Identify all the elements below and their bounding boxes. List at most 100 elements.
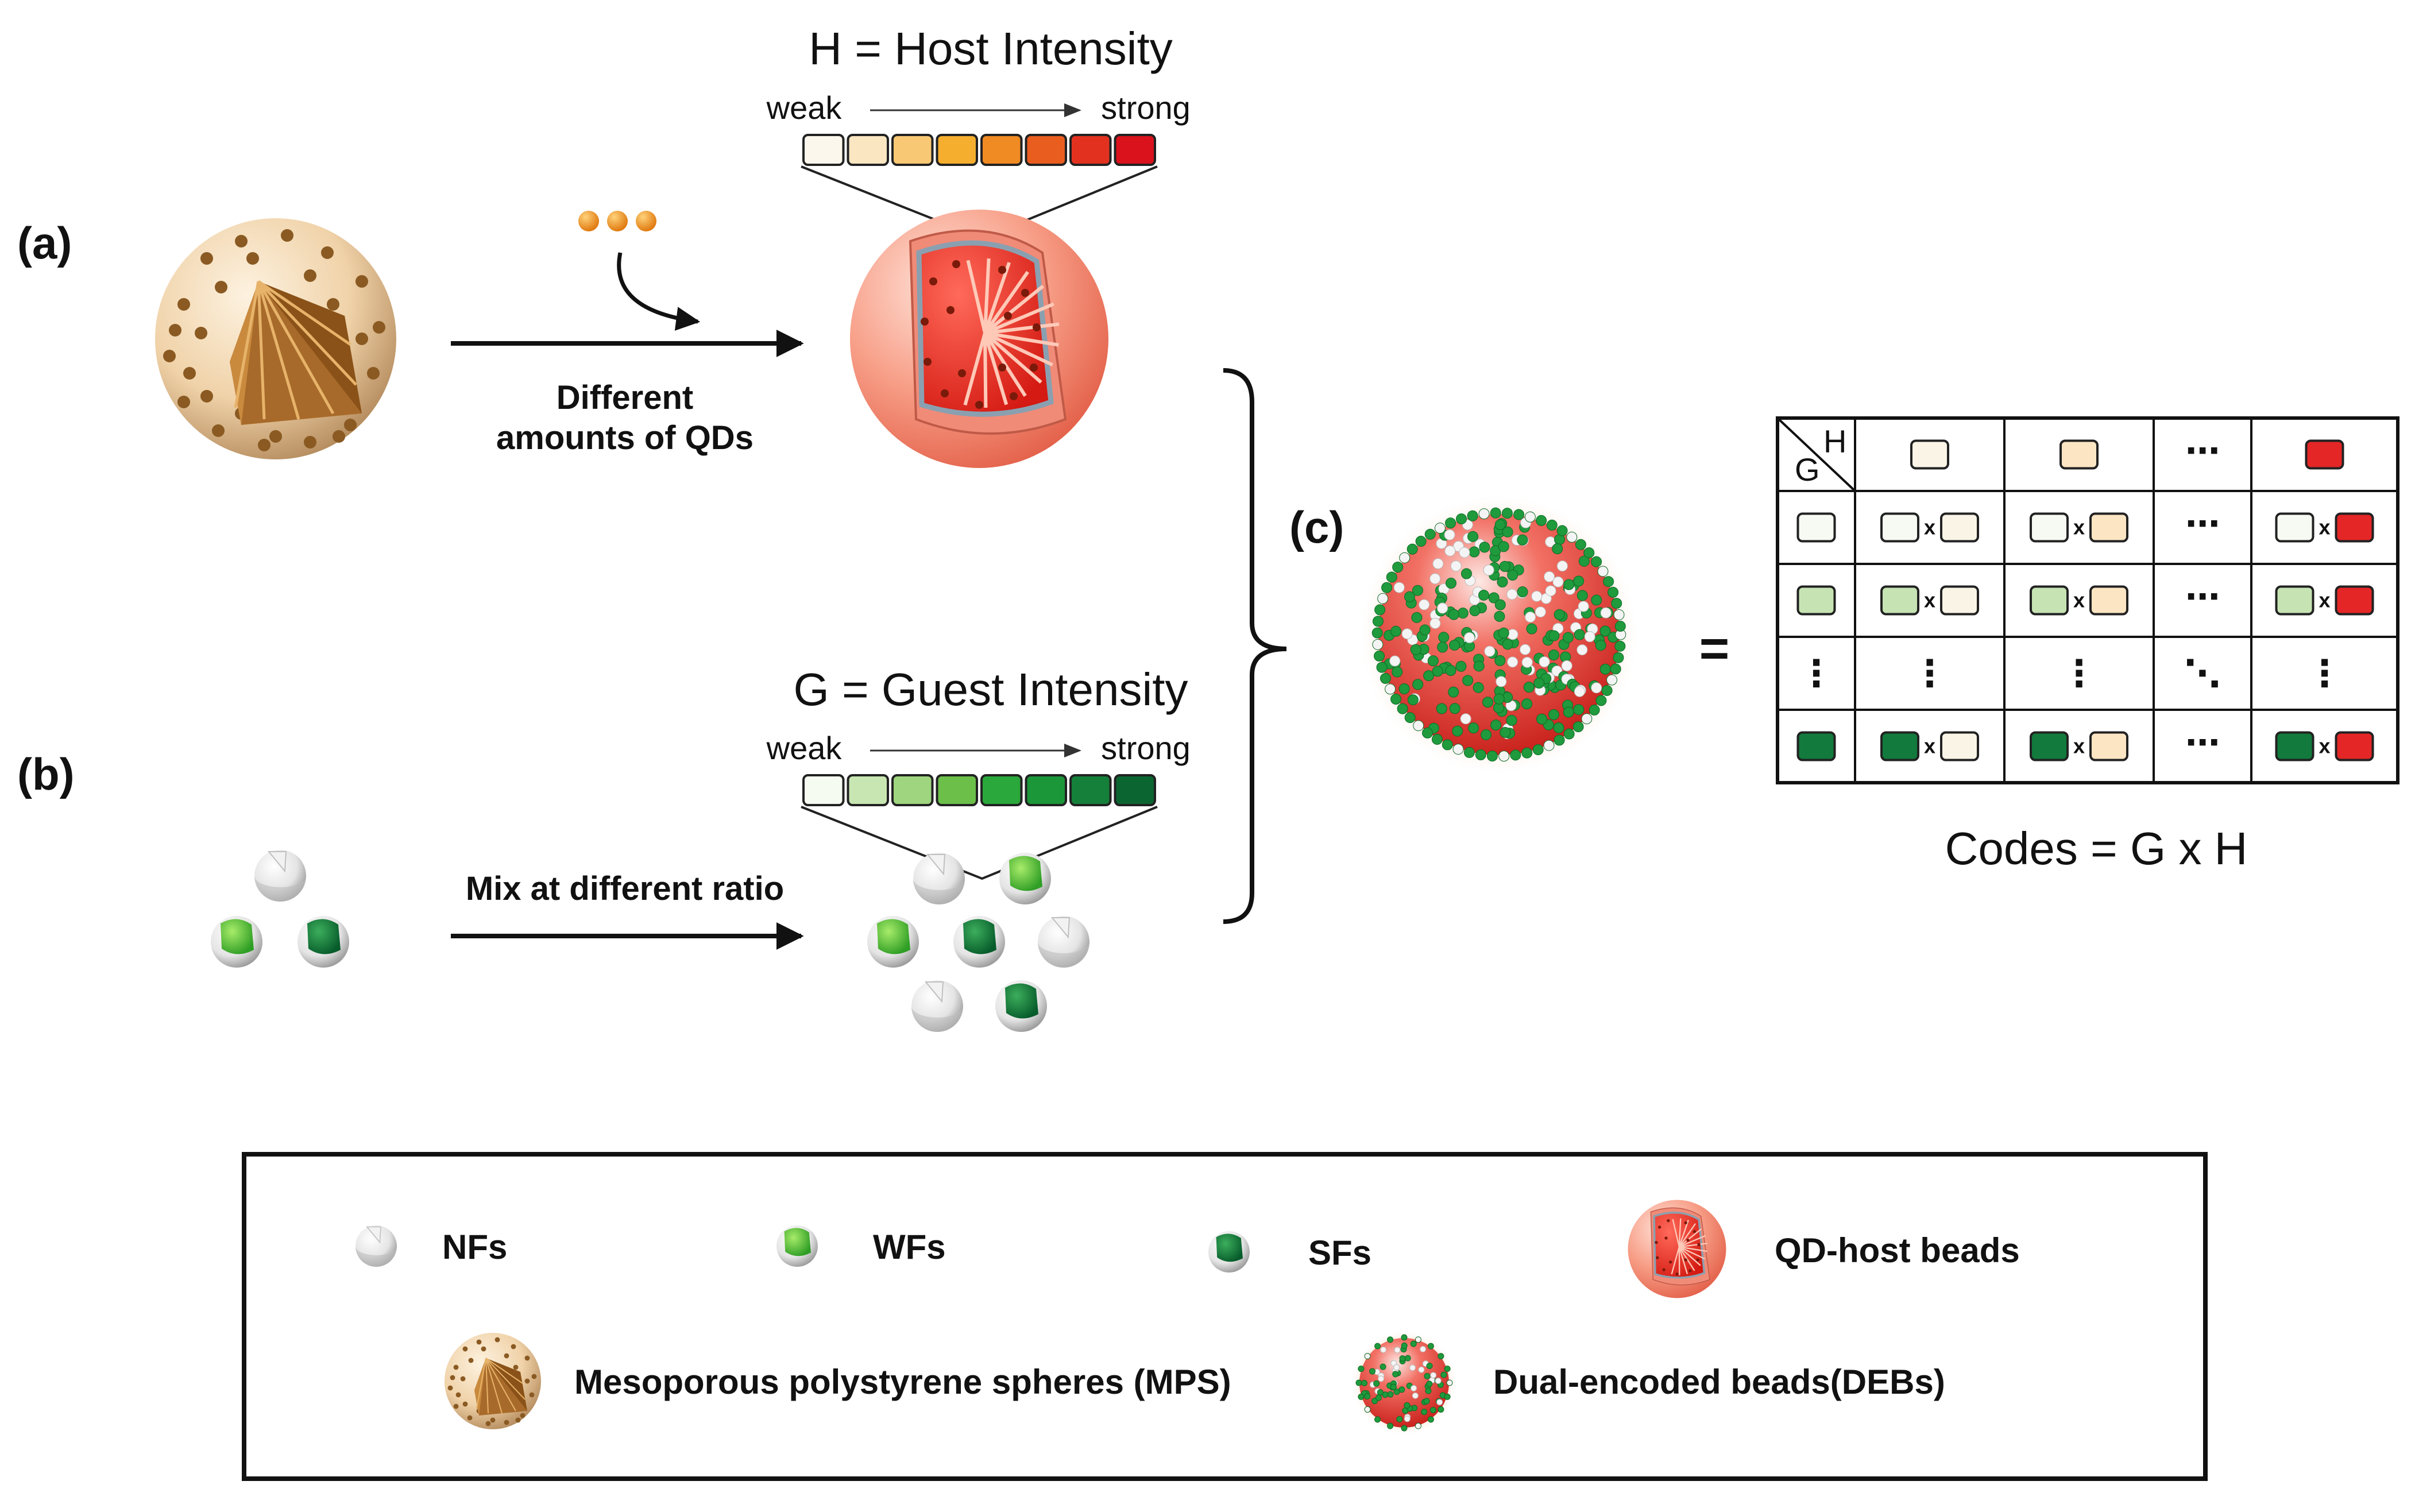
arrow-b-caption: Mix at different ratio: [466, 870, 784, 907]
code-host-swatch: [2089, 731, 2128, 761]
code-host-swatch: [2335, 731, 2374, 761]
wf-bead-icon: [999, 853, 1051, 904]
nf-bead-icon: [254, 849, 307, 902]
guest-scale-swatch: [980, 774, 1023, 806]
diagonal-ellipsis: ⋱: [2184, 653, 2221, 694]
code-times: x: [1924, 516, 1935, 539]
legend-nf-icon: [355, 1225, 397, 1267]
code-guest-swatch: [1880, 731, 1919, 761]
vertical-ellipsis: ⋮: [1798, 653, 1835, 694]
table-corner-g: G: [1795, 451, 1820, 488]
code-guest-swatch: [2030, 512, 2069, 543]
code-times: x: [2319, 589, 2330, 612]
panel-label-c: (c): [1289, 502, 1344, 552]
legend-qd-host-label: QD-host beads: [1775, 1231, 2020, 1270]
host-scale-swatch: [847, 134, 889, 166]
guest-row-swatch: [1796, 512, 1836, 543]
legend-mps-label: Mesoporous polystyrene spheres (MPS): [574, 1363, 1231, 1401]
host-scale-swatch: [936, 134, 978, 166]
host-scale-swatch: [1114, 134, 1156, 166]
host-scale-swatch: [1069, 134, 1112, 166]
guest-scale-swatch: [1025, 774, 1067, 806]
code-host-swatch: [2089, 585, 2128, 616]
sf-bead-icon: [995, 980, 1047, 1032]
legend-deb-icon: [1351, 1330, 1457, 1436]
code-guest-swatch: [2275, 731, 2314, 761]
guest-row-swatch: [1796, 585, 1836, 616]
guest-scale-swatch: [936, 774, 978, 806]
guest-scale-swatch: [802, 774, 845, 806]
row-ellipsis: ⋯: [2185, 578, 2220, 616]
mixed-beads-group: [867, 852, 1090, 1033]
wf-bead-icon: [211, 916, 262, 968]
panel-label-b: (b): [17, 749, 75, 799]
arrow-a-caption-line2: amounts of QDs: [496, 419, 754, 457]
code-times: x: [2319, 734, 2330, 758]
code-times: x: [2073, 589, 2085, 612]
code-times: x: [1924, 734, 1935, 758]
host-intensity-title: H = Host Intensity: [809, 23, 1173, 74]
host-intensity-scale: [802, 134, 1156, 166]
host-weak-label: weak: [766, 90, 843, 126]
guest-intensity-title: G = Guest Intensity: [794, 664, 1188, 715]
legend-mps-icon: [443, 1332, 542, 1430]
legend-sf-icon: [1208, 1231, 1250, 1273]
nf-bead-icon: [911, 980, 964, 1033]
panel-label-a: (a): [17, 218, 72, 268]
curved-arrow: [617, 252, 701, 331]
legend-debs-label: Dual-encoded beads(DEBs): [1493, 1363, 1945, 1401]
table-corner-h: H: [1823, 423, 1846, 459]
code-times: x: [2319, 516, 2330, 539]
code-guest-swatch: [2275, 512, 2314, 543]
host-header-swatch: [2305, 439, 2344, 470]
host-scale-swatch: [1025, 134, 1067, 166]
code-host-swatch: [2335, 585, 2374, 616]
guest-scale-swatch: [1114, 774, 1156, 806]
quantum-dots-icon: [578, 211, 656, 231]
code-guest-swatch: [2030, 585, 2069, 616]
sf-bead-icon: [297, 916, 349, 968]
code-times: x: [2073, 516, 2085, 539]
guest-scale-swatch: [1069, 774, 1112, 806]
guest-weak-label: weak: [766, 730, 843, 766]
guest-scale-swatch: [891, 774, 934, 806]
code-host-swatch: [1940, 731, 1979, 761]
code-guest-swatch: [1880, 512, 1919, 543]
code-guest-swatch: [2275, 585, 2314, 616]
host-strong-label: strong: [1101, 90, 1191, 126]
host-header-swatch: [2059, 439, 2099, 470]
nf-bead-icon: [1037, 915, 1090, 968]
guest-zoom-lines: [801, 806, 1158, 880]
code-host-swatch: [2089, 512, 2128, 543]
sf-bead-icon: [953, 916, 1005, 968]
vertical-ellipsis: ⋮: [1911, 653, 1948, 694]
wf-bead-icon: [867, 916, 919, 968]
curly-brace: [1223, 368, 1287, 924]
host-scale-swatch: [802, 134, 845, 166]
mps-sphere-icon: [155, 218, 396, 459]
nf-bead-icon: [913, 852, 965, 905]
guest-strong-label: strong: [1101, 730, 1191, 766]
vertical-ellipsis: ⋮: [2306, 653, 2343, 694]
guest-scale-swatch: [847, 774, 889, 806]
host-scale-swatch: [891, 134, 934, 166]
arrow-a-caption-line1: Different: [557, 379, 693, 416]
host-scale-swatch: [980, 134, 1023, 166]
row-ellipsis: ⋯: [2185, 724, 2220, 762]
qd-host-bead-icon: [850, 210, 1108, 468]
legend-box: [242, 1152, 2208, 1481]
codes-formula: Codes = G x H: [1945, 823, 2248, 874]
legend-nfs-label: NFs: [442, 1228, 507, 1266]
guest-row-swatch: [1796, 731, 1836, 761]
legend-sfs-label: SFs: [1308, 1233, 1371, 1272]
legend-wf-icon: [776, 1225, 818, 1267]
guest-intensity-scale: [802, 774, 1156, 806]
code-guest-swatch: [2030, 731, 2069, 761]
code-guest-swatch: [1880, 585, 1919, 616]
legend-qd-host-icon: [1626, 1198, 1728, 1300]
header-ellipsis: ⋯: [2185, 432, 2220, 470]
code-times: x: [2073, 734, 2085, 758]
code-host-swatch: [2335, 512, 2374, 543]
